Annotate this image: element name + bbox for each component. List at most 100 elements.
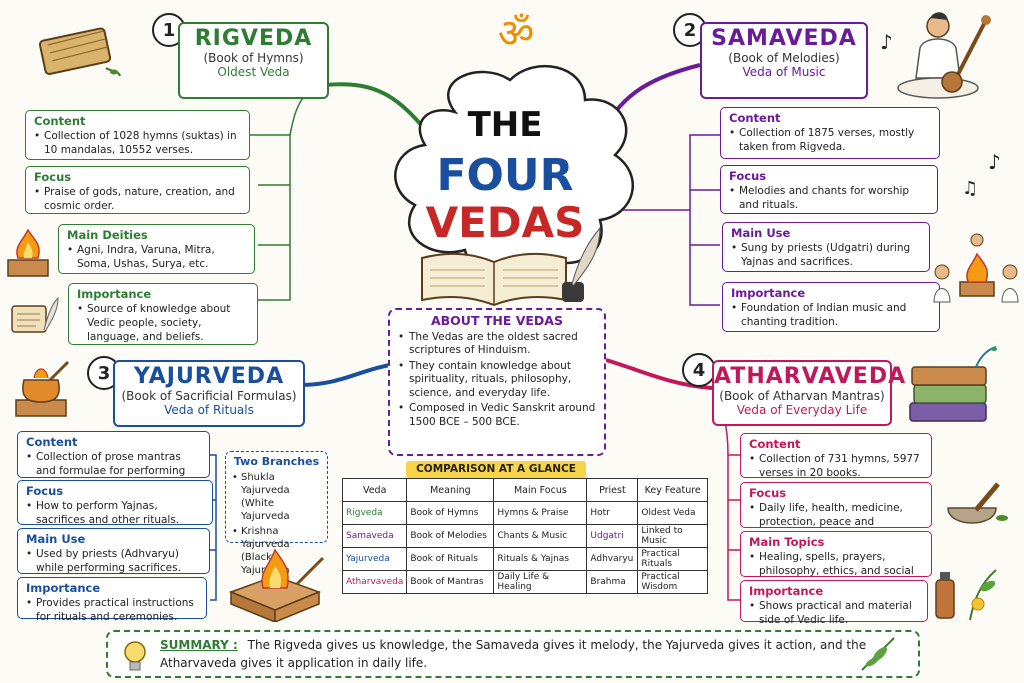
rigveda-importance-item: Source of knowledge about Vedic people, … [77, 302, 251, 344]
atharvaveda-content-box: Content Collection of 731 hymns, 5977 ve… [740, 433, 932, 480]
fire-altar-icon [7, 228, 49, 277]
about-heading: ABOUT THE VEDAS [430, 313, 563, 328]
center-title-vedas: VEDAS [425, 198, 585, 247]
yajurveda-tag: Veda of Rituals [164, 403, 254, 417]
yajurveda-title-box: YAJURVEDA (Book of Sacrificial Formulas)… [113, 360, 305, 427]
herbs-and-bottle-icon [935, 569, 997, 621]
yajurveda-mainuse-box: Main Use Used by priests (Adhvaryu) whil… [17, 528, 210, 574]
about-item: They contain knowledge about spiritualit… [398, 360, 596, 401]
table-cell: Linked to Music [637, 524, 708, 548]
table-cell: Chants & Music [493, 524, 588, 548]
summary-box: SUMMARY : The Rigveda gives us knowledge… [106, 630, 920, 678]
samaveda-content-heading: Content [729, 111, 781, 125]
summary-label: SUMMARY : [160, 638, 238, 652]
samaveda-content-box: Content Collection of 1875 verses, mostl… [720, 107, 940, 159]
yajurveda-content-heading: Content [26, 435, 78, 449]
atharvaveda-subtitle: (Book of Atharvan Mantras) [719, 389, 885, 403]
samaveda-focus-box: Focus Melodies and chants for worship an… [720, 165, 938, 214]
scripture-scroll-icon [38, 27, 121, 77]
samaveda-focus-heading: Focus [729, 169, 767, 183]
rigveda-content-heading: Content [34, 114, 86, 128]
samaveda-title: SAMAVEDA [711, 26, 857, 51]
comparison-header-cell: Key Feature [637, 478, 708, 502]
music-note-icon: ♪ [988, 150, 1001, 174]
atharvaveda-topics-box: Main Topics Healing, spells, prayers, ph… [740, 531, 932, 591]
rigveda-importance-heading: Importance [77, 287, 152, 301]
yajurveda-importance-heading: Importance [26, 581, 101, 595]
atharvaveda-title: ATHARVAVEDA [714, 364, 907, 389]
rigveda-deities-item: Agni, Indra, Varuna, Mitra, Soma, Ushas,… [67, 243, 248, 271]
center-title-four: FOUR [436, 150, 574, 201]
yajurveda-title: YAJURVEDA [133, 364, 285, 389]
table-cell: Hymns & Praise [493, 501, 588, 525]
table-cell: Practical Wisdom [637, 570, 708, 594]
comparison-title: COMPARISON AT A GLANCE [406, 461, 586, 478]
yajna-priests-icon [933, 233, 1019, 303]
yajurveda-importance-box: Importance Provides practical instructio… [17, 577, 207, 623]
rigveda-focus-box: Focus Praise of gods, nature, creation, … [25, 166, 250, 214]
rigveda-title: RIGVEDA [194, 26, 313, 51]
table-cell: Adhvaryu [586, 547, 639, 571]
rigveda-title-box: RIGVEDA (Book of Hymns) Oldest Veda [178, 22, 329, 99]
table-row: Samaveda Book of Melodies Chants & Music… [341, 524, 708, 548]
yajurveda-focus-item: How to perform Yajnas, sacrifices and ot… [26, 499, 206, 527]
table-cell: Brahma [586, 570, 639, 594]
yajurveda-branches-box: Two Branches Shukla Yajurveda (White Yaj… [225, 451, 328, 576]
comparison-header-row: Veda Meaning Main Focus Priest Key Featu… [341, 478, 708, 502]
samaveda-mainuse-item: Sung by priests (Udgatri) during Yajnas … [731, 241, 923, 269]
rigveda-importance-box: Importance Source of knowledge about Ved… [68, 283, 258, 345]
leaf-icon [861, 637, 895, 671]
atharvaveda-focus-box: Focus Daily life, health, medicine, prot… [740, 482, 932, 542]
atharvaveda-number: 4 [682, 353, 716, 387]
table-cell: Practical Rituals [637, 547, 708, 571]
summary-text: The Rigveda gives us knowledge, the Sama… [160, 638, 867, 670]
table-cell: Oldest Veda [637, 501, 708, 525]
yajurveda-focus-box: Focus How to perform Yajnas, sacrifices … [17, 480, 213, 527]
yajurveda-subtitle: (Book of Sacrificial Formulas) [121, 389, 297, 403]
samaveda-tag: Veda of Music [742, 65, 826, 79]
table-cell: Book of Rituals [406, 547, 495, 571]
table-cell: Udgatri [586, 524, 639, 548]
atharvaveda-content-item: Collection of 731 hymns, 5977 verses in … [749, 452, 925, 480]
musician-with-veena-icon [897, 12, 991, 99]
table-row: Rigveda Book of Hymns Hymns & Praise Hot… [341, 501, 708, 525]
atharvaveda-title-box: ATHARVAVEDA (Book of Atharvan Mantras) V… [712, 360, 907, 426]
stacked-books-icon [909, 346, 997, 422]
atharvaveda-importance-item: Shows practical and material side of Ved… [749, 599, 921, 627]
comparison-header-cell: Main Focus [493, 478, 588, 502]
rigveda-focus-item: Praise of gods, nature, creation, and co… [34, 185, 243, 213]
atharvaveda-topics-heading: Main Topics [749, 535, 825, 549]
samaveda-subtitle: (Book of Melodies) [728, 51, 840, 65]
om-icon: ॐ [497, 11, 535, 57]
samaveda-mainuse-box: Main Use Sung by priests (Udgatri) durin… [722, 222, 930, 272]
samaveda-importance-item: Foundation of Indian music and chanting … [731, 301, 933, 329]
music-note-icon: ♪ [880, 30, 893, 54]
havan-kund-icon [228, 548, 325, 622]
yajurveda-mainuse-heading: Main Use [26, 532, 86, 546]
table-cell: Hotr [586, 501, 639, 525]
rigveda-focus-heading: Focus [34, 170, 72, 184]
samaveda-focus-item: Melodies and chants for worship and ritu… [729, 184, 931, 212]
samaveda-content-item: Collection of 1875 verses, mostly taken … [729, 126, 933, 154]
atharvaveda-content-heading: Content [749, 437, 801, 451]
atharvaveda-importance-heading: Importance [749, 584, 824, 598]
table-cell-veda: Atharvaveda [341, 570, 408, 594]
table-cell-veda: Samaveda [341, 524, 408, 548]
samaveda-importance-box: Importance Foundation of Indian music an… [722, 282, 940, 332]
rigveda-content-item: Collection of 1028 hymns (suktas) in 10 … [34, 129, 243, 157]
rigveda-deities-heading: Main Deities [67, 228, 148, 242]
samaveda-mainuse-heading: Main Use [731, 226, 791, 240]
table-cell: Daily Life & Healing [493, 570, 588, 594]
music-note-icon: ♫ [962, 178, 979, 199]
samaveda-title-box: SAMAVEDA (Book of Melodies) Veda of Musi… [700, 22, 868, 99]
table-cell: Book of Melodies [406, 524, 495, 548]
about-the-vedas-box: ABOUT THE VEDAS The Vedas are the oldest… [388, 308, 606, 456]
comparison-table: Veda Meaning Main Focus Priest Key Featu… [341, 478, 708, 594]
table-cell: Book of Hymns [406, 501, 495, 525]
rigveda-subtitle: (Book of Hymns) [203, 51, 304, 65]
about-item: The Vedas are the oldest sacred scriptur… [398, 331, 596, 358]
yajurveda-branch-item: Shukla Yajurveda (White Yajurveda [232, 471, 321, 523]
comparison-header-cell: Priest [586, 478, 639, 502]
yajurveda-mainuse-item: Used by priests (Adhvaryu) while perform… [26, 547, 203, 575]
